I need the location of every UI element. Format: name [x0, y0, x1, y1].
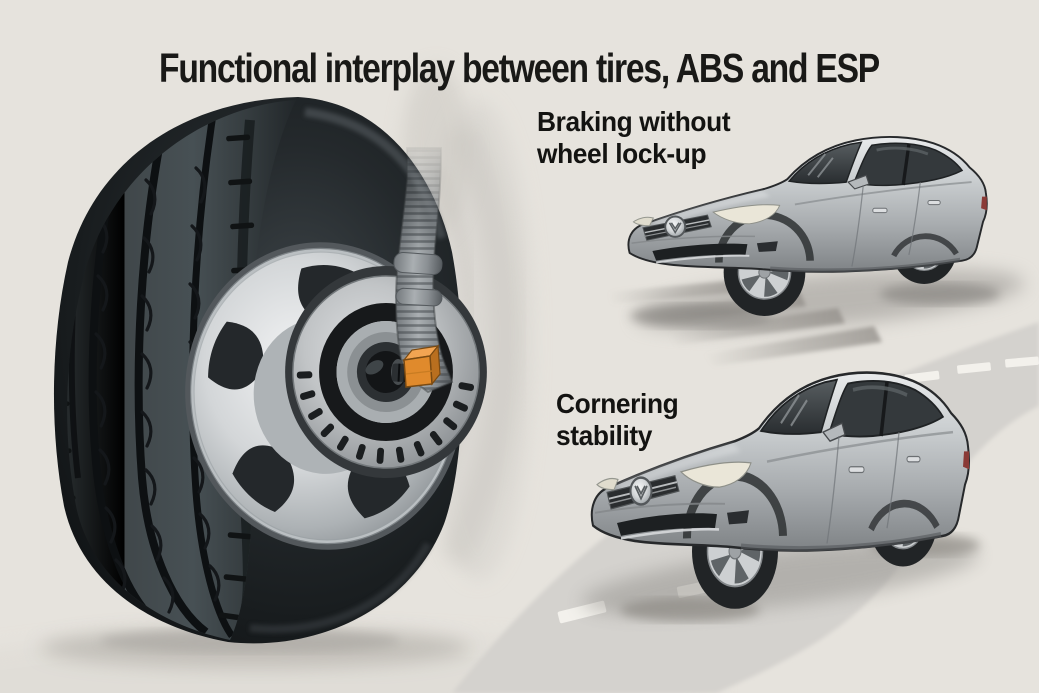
braking-scene: [608, 137, 1025, 366]
brake-disc: [285, 266, 487, 478]
braking-label: Braking without wheel lock-up: [537, 106, 743, 170]
abs-sensor-cable: [393, 147, 454, 394]
tire-wheel-assembly: [40, 97, 487, 668]
page-title: Functional interplay between tires, ABS …: [159, 45, 881, 92]
sidewall-lowlight: [249, 542, 432, 634]
cornering-scene: [581, 373, 980, 622]
cornering-label-line2: stability: [556, 420, 653, 451]
front-wheel-shadow: [630, 304, 770, 328]
hub-axle: [391, 344, 441, 388]
rear-wheel-shadow: [880, 283, 1000, 305]
cornering-label: Cornering stability: [556, 388, 686, 452]
braking-label-line1: Braking without: [537, 106, 731, 137]
car-cornering-shadow: [581, 541, 979, 615]
cornering-label-line1: Cornering: [556, 388, 679, 419]
braking-label-line2: wheel lock-up: [537, 138, 707, 169]
hub-nut: [402, 344, 441, 388]
